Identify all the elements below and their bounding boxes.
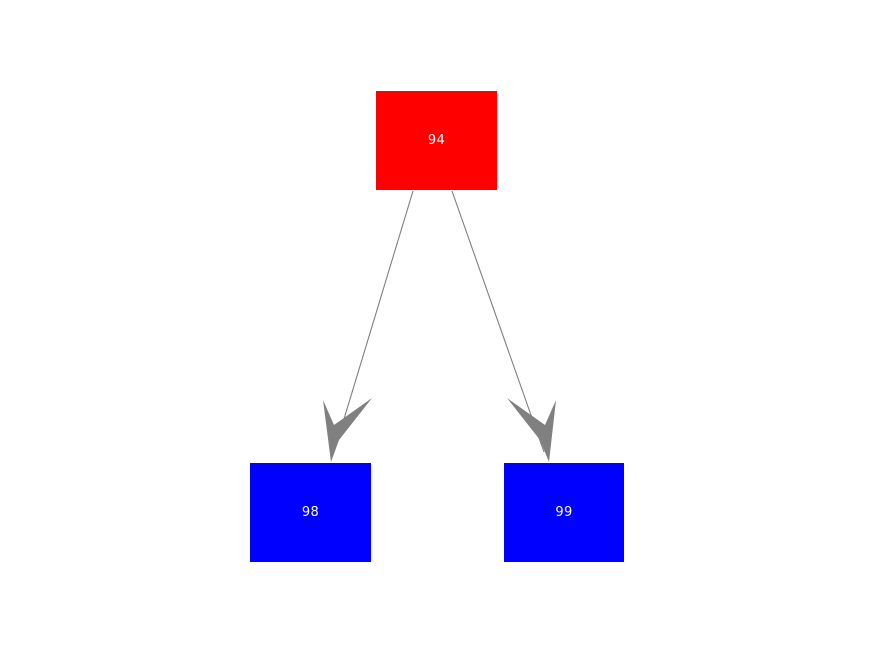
graph-node-label-98: 98 — [301, 505, 320, 520]
edge-94-98[interactable] — [323, 190, 414, 462]
graph-node-94[interactable]: 94 — [376, 91, 497, 190]
edge-94-99[interactable] — [451, 190, 556, 462]
edge-line-94-98 — [333, 190, 414, 453]
arrowhead-94-98 — [323, 398, 372, 462]
graph-node-label-99: 99 — [555, 505, 573, 520]
arrowhead-94-99 — [507, 398, 556, 462]
graph-node-label-94: 94 — [427, 133, 446, 148]
graph-node-98[interactable]: 98 — [250, 463, 371, 562]
edge-line-94-99 — [451, 190, 545, 453]
graph-node-99[interactable]: 99 — [504, 463, 624, 562]
